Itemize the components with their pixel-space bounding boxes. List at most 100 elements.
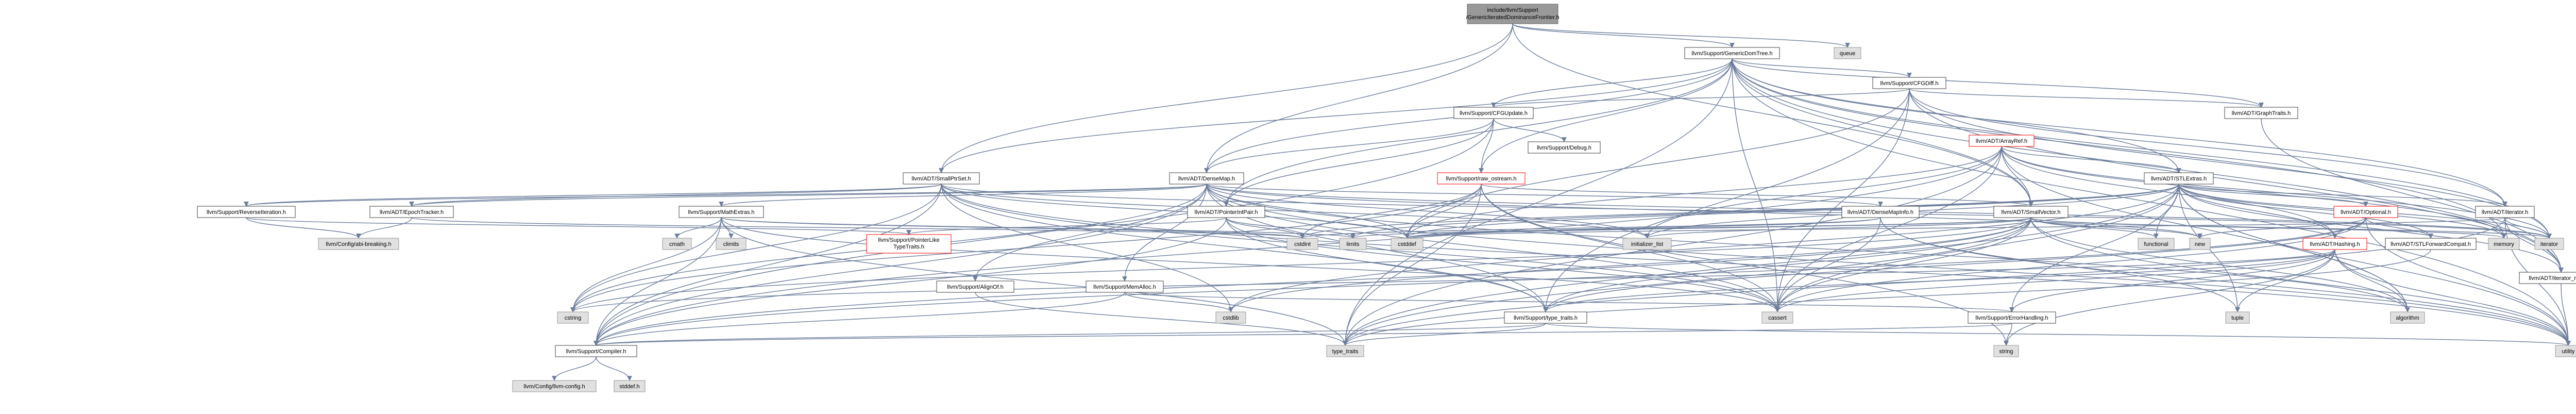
node-SmallVector[interactable]: llvm/ADT/SmallVector.h bbox=[1993, 206, 2069, 218]
node-iterator_h: iterator bbox=[2534, 238, 2564, 250]
node-ErrorHandling-label: llvm/Support/ErrorHandling.h bbox=[1975, 315, 2048, 321]
node-cstring-label: cstring bbox=[565, 315, 581, 321]
edge-DenseMapInfo-to-cstddef bbox=[1404, 217, 1881, 239]
node-AlignOf[interactable]: llvm/Support/AlignOf.h bbox=[936, 280, 1014, 293]
node-EpochTracker[interactable]: llvm/ADT/EpochTracker.h bbox=[369, 206, 454, 218]
node-GenericDomTree[interactable]: llvm/Support/GenericDomTree.h bbox=[1684, 47, 1780, 59]
edge-SmallPtrSet-to-Compiler bbox=[594, 184, 942, 346]
edge-DenseMap-to-DenseMapInfo bbox=[1206, 184, 1883, 207]
node-CFGUpdate[interactable]: llvm/Support/CFGUpdate.h bbox=[1453, 107, 1534, 119]
edge-ReverseIteration-to-abi_breaking bbox=[246, 217, 361, 239]
edge-iterator-to-iterator_range bbox=[2504, 217, 2564, 273]
node-GenericDomTree-box bbox=[1684, 47, 1780, 59]
edge-Compiler-to-cstddef_h bbox=[596, 356, 632, 381]
node-SmallVector-label: llvm/ADT/SmallVector.h bbox=[2002, 209, 2061, 216]
edge-Optional-to-cassert bbox=[1775, 217, 2366, 312]
node-cassert: cassert bbox=[1761, 311, 1793, 324]
edge-MemAlloc-to-ErrorHandling bbox=[1124, 292, 2014, 312]
node-GraphTraits[interactable]: llvm/ADT/GraphTraits.h bbox=[2224, 107, 2298, 119]
node-Hashing[interactable]: llvm/ADT/Hashing.h bbox=[2302, 238, 2367, 250]
node-MemAlloc-label: llvm/Support/MemAlloc.h bbox=[1093, 284, 1156, 290]
edge-DenseMap-to-ReverseIteration bbox=[244, 184, 1207, 207]
node-llvm_config: llvm/Config/llvm-config.h bbox=[512, 380, 597, 392]
edge-MathExtras-to-cstring bbox=[570, 217, 722, 312]
edge-SmallVector-to-limits bbox=[1350, 217, 2031, 239]
edge-ArrayRef-to-SmallVector bbox=[2001, 146, 2033, 207]
node-cstddef-box bbox=[1391, 238, 1423, 250]
node-Optional[interactable]: llvm/ADT/Optional.h bbox=[2333, 206, 2398, 218]
edge-STLExtras-to-limits bbox=[1350, 184, 2179, 239]
node-new: new bbox=[2189, 238, 2211, 250]
node-SmallPtrSet[interactable]: llvm/ADT/SmallPtrSet.h bbox=[903, 172, 980, 185]
node-functional-label: functional bbox=[2144, 241, 2168, 247]
node-initializer_list-box bbox=[1622, 238, 1672, 250]
node-memory-label: memory bbox=[2494, 241, 2514, 247]
node-iterator-label: llvm/ADT/iterator.h bbox=[2482, 209, 2528, 216]
node-Debug[interactable]: llvm/Support/Debug.h bbox=[1528, 141, 1601, 154]
node-DenseMap[interactable]: llvm/ADT/DenseMap.h bbox=[1169, 172, 1244, 185]
node-climits-box bbox=[716, 238, 747, 250]
edge-DenseMap-to-EpochTracker bbox=[409, 184, 1207, 207]
node-iterator[interactable]: llvm/ADT/iterator.h bbox=[2475, 206, 2535, 218]
edge-Optional-to-type_traits_h bbox=[1543, 217, 2366, 312]
edge-ArrayRef-to-cstddef bbox=[1404, 146, 2002, 239]
node-MathExtras[interactable]: llvm/Support/MathExtras.h bbox=[679, 206, 764, 218]
edge-PointerIntPair-to-limits bbox=[1226, 217, 1355, 239]
node-raw_ostream[interactable]: llvm/Support/raw_ostream.h bbox=[1437, 172, 1526, 185]
node-MemAlloc-box bbox=[1086, 280, 1164, 293]
node-root[interactable]: include/llvm/Support/GenericIteratedDomi… bbox=[1466, 4, 1560, 24]
node-GraphTraits-box bbox=[2224, 107, 2298, 119]
node-cstdlib: cstdlib bbox=[1215, 311, 1246, 324]
node-STLExtras[interactable]: llvm/ADT/STLExtras.h bbox=[2144, 172, 2214, 185]
edge-SmallVector-to-type_traits_h bbox=[1543, 217, 2031, 312]
edge-GenericDomTree-to-iterator_range bbox=[1732, 58, 2564, 273]
node-abi_breaking: llvm/Config/abi-breaking.h bbox=[318, 238, 399, 250]
node-PointerIntPair[interactable]: llvm/ADT/PointerIntPair.h bbox=[1187, 206, 1265, 218]
edge-Hashing-to-type_traits_h bbox=[1543, 249, 2335, 312]
edge-DenseMap-to-algorithm bbox=[1206, 184, 2410, 312]
node-ReverseIteration[interactable]: llvm/Support/ReverseIteration.h bbox=[197, 206, 296, 218]
edge-iterator_range-to-utility bbox=[2561, 283, 2571, 346]
node-MemAlloc[interactable]: llvm/Support/MemAlloc.h bbox=[1086, 280, 1164, 293]
node-Optional-label: llvm/ADT/Optional.h bbox=[2341, 209, 2391, 216]
edge-PointerIntPair-to-PointerLikeTypeTraits bbox=[906, 217, 1227, 235]
node-ErrorHandling[interactable]: llvm/Support/ErrorHandling.h bbox=[1968, 311, 2056, 324]
node-ArrayRef-label: llvm/ADT/ArrayRef.h bbox=[1976, 138, 2027, 144]
edge-GenericDomTree-to-GraphTraits bbox=[1732, 58, 2264, 108]
node-ArrayRef-box bbox=[1969, 135, 2035, 147]
edge-Hashing-to-string bbox=[2004, 249, 2335, 346]
edge-root-to-queue bbox=[1512, 23, 1850, 48]
node-DenseMapInfo[interactable]: llvm/ADT/DenseMapInfo.h bbox=[1841, 206, 1920, 218]
node-functional: functional bbox=[2138, 238, 2175, 250]
edge-CFGDiff-to-iterator bbox=[1909, 88, 2507, 207]
node-root-label-1: include/llvm/Support bbox=[1487, 7, 1538, 13]
node-CFGDiff-label: llvm/Support/CFGDiff.h bbox=[1880, 80, 1939, 87]
node-cstring-box bbox=[557, 311, 589, 324]
edge-PointerIntPair-to-cstdint bbox=[1226, 217, 1305, 239]
edge-root-to-DenseMap bbox=[1204, 23, 1513, 173]
node-DenseMap-label: llvm/ADT/DenseMap.h bbox=[1178, 176, 1235, 182]
edge-Hashing-to-algorithm bbox=[2334, 249, 2410, 312]
node-ArrayRef[interactable]: llvm/ADT/ArrayRef.h bbox=[1969, 135, 2035, 147]
edge-SmallVector-to-initializer_list bbox=[1645, 217, 2031, 239]
node-iterator_range[interactable]: llvm/ADT/iterator_range.h bbox=[2519, 272, 2576, 284]
node-Compiler[interactable]: llvm/Support/Compiler.h bbox=[555, 345, 637, 357]
node-STLForwardCompat[interactable]: llvm/ADT/STLForwardCompat.h bbox=[2385, 238, 2477, 250]
node-algorithm-box bbox=[2390, 311, 2425, 324]
edge-CFGDiff-to-type_traits_h bbox=[1543, 88, 1910, 312]
edge-STLExtras-to-cstdlib bbox=[1228, 184, 2179, 312]
edge-DenseMap-to-MathExtras bbox=[719, 184, 1207, 207]
edge-SmallVector-to-algorithm bbox=[2030, 217, 2410, 312]
node-CFGDiff[interactable]: llvm/Support/CFGDiff.h bbox=[1872, 77, 1946, 89]
node-iterator_range-box bbox=[2519, 272, 2576, 284]
node-type_traits_h-label: llvm/Support/type_traits.h bbox=[1514, 315, 1578, 321]
edge-SmallPtrSet-to-EpochTracker bbox=[409, 184, 942, 207]
node-GenericDomTree-label: llvm/Support/GenericDomTree.h bbox=[1691, 51, 1772, 57]
edge-SmallPtrSet-to-cstdlib bbox=[941, 184, 1233, 312]
node-climits: climits bbox=[716, 238, 747, 250]
node-cstddef: cstddef bbox=[1391, 238, 1423, 250]
node-type_traits_h[interactable]: llvm/Support/type_traits.h bbox=[1504, 311, 1587, 324]
node-tuple-label: tuple bbox=[2231, 315, 2244, 321]
